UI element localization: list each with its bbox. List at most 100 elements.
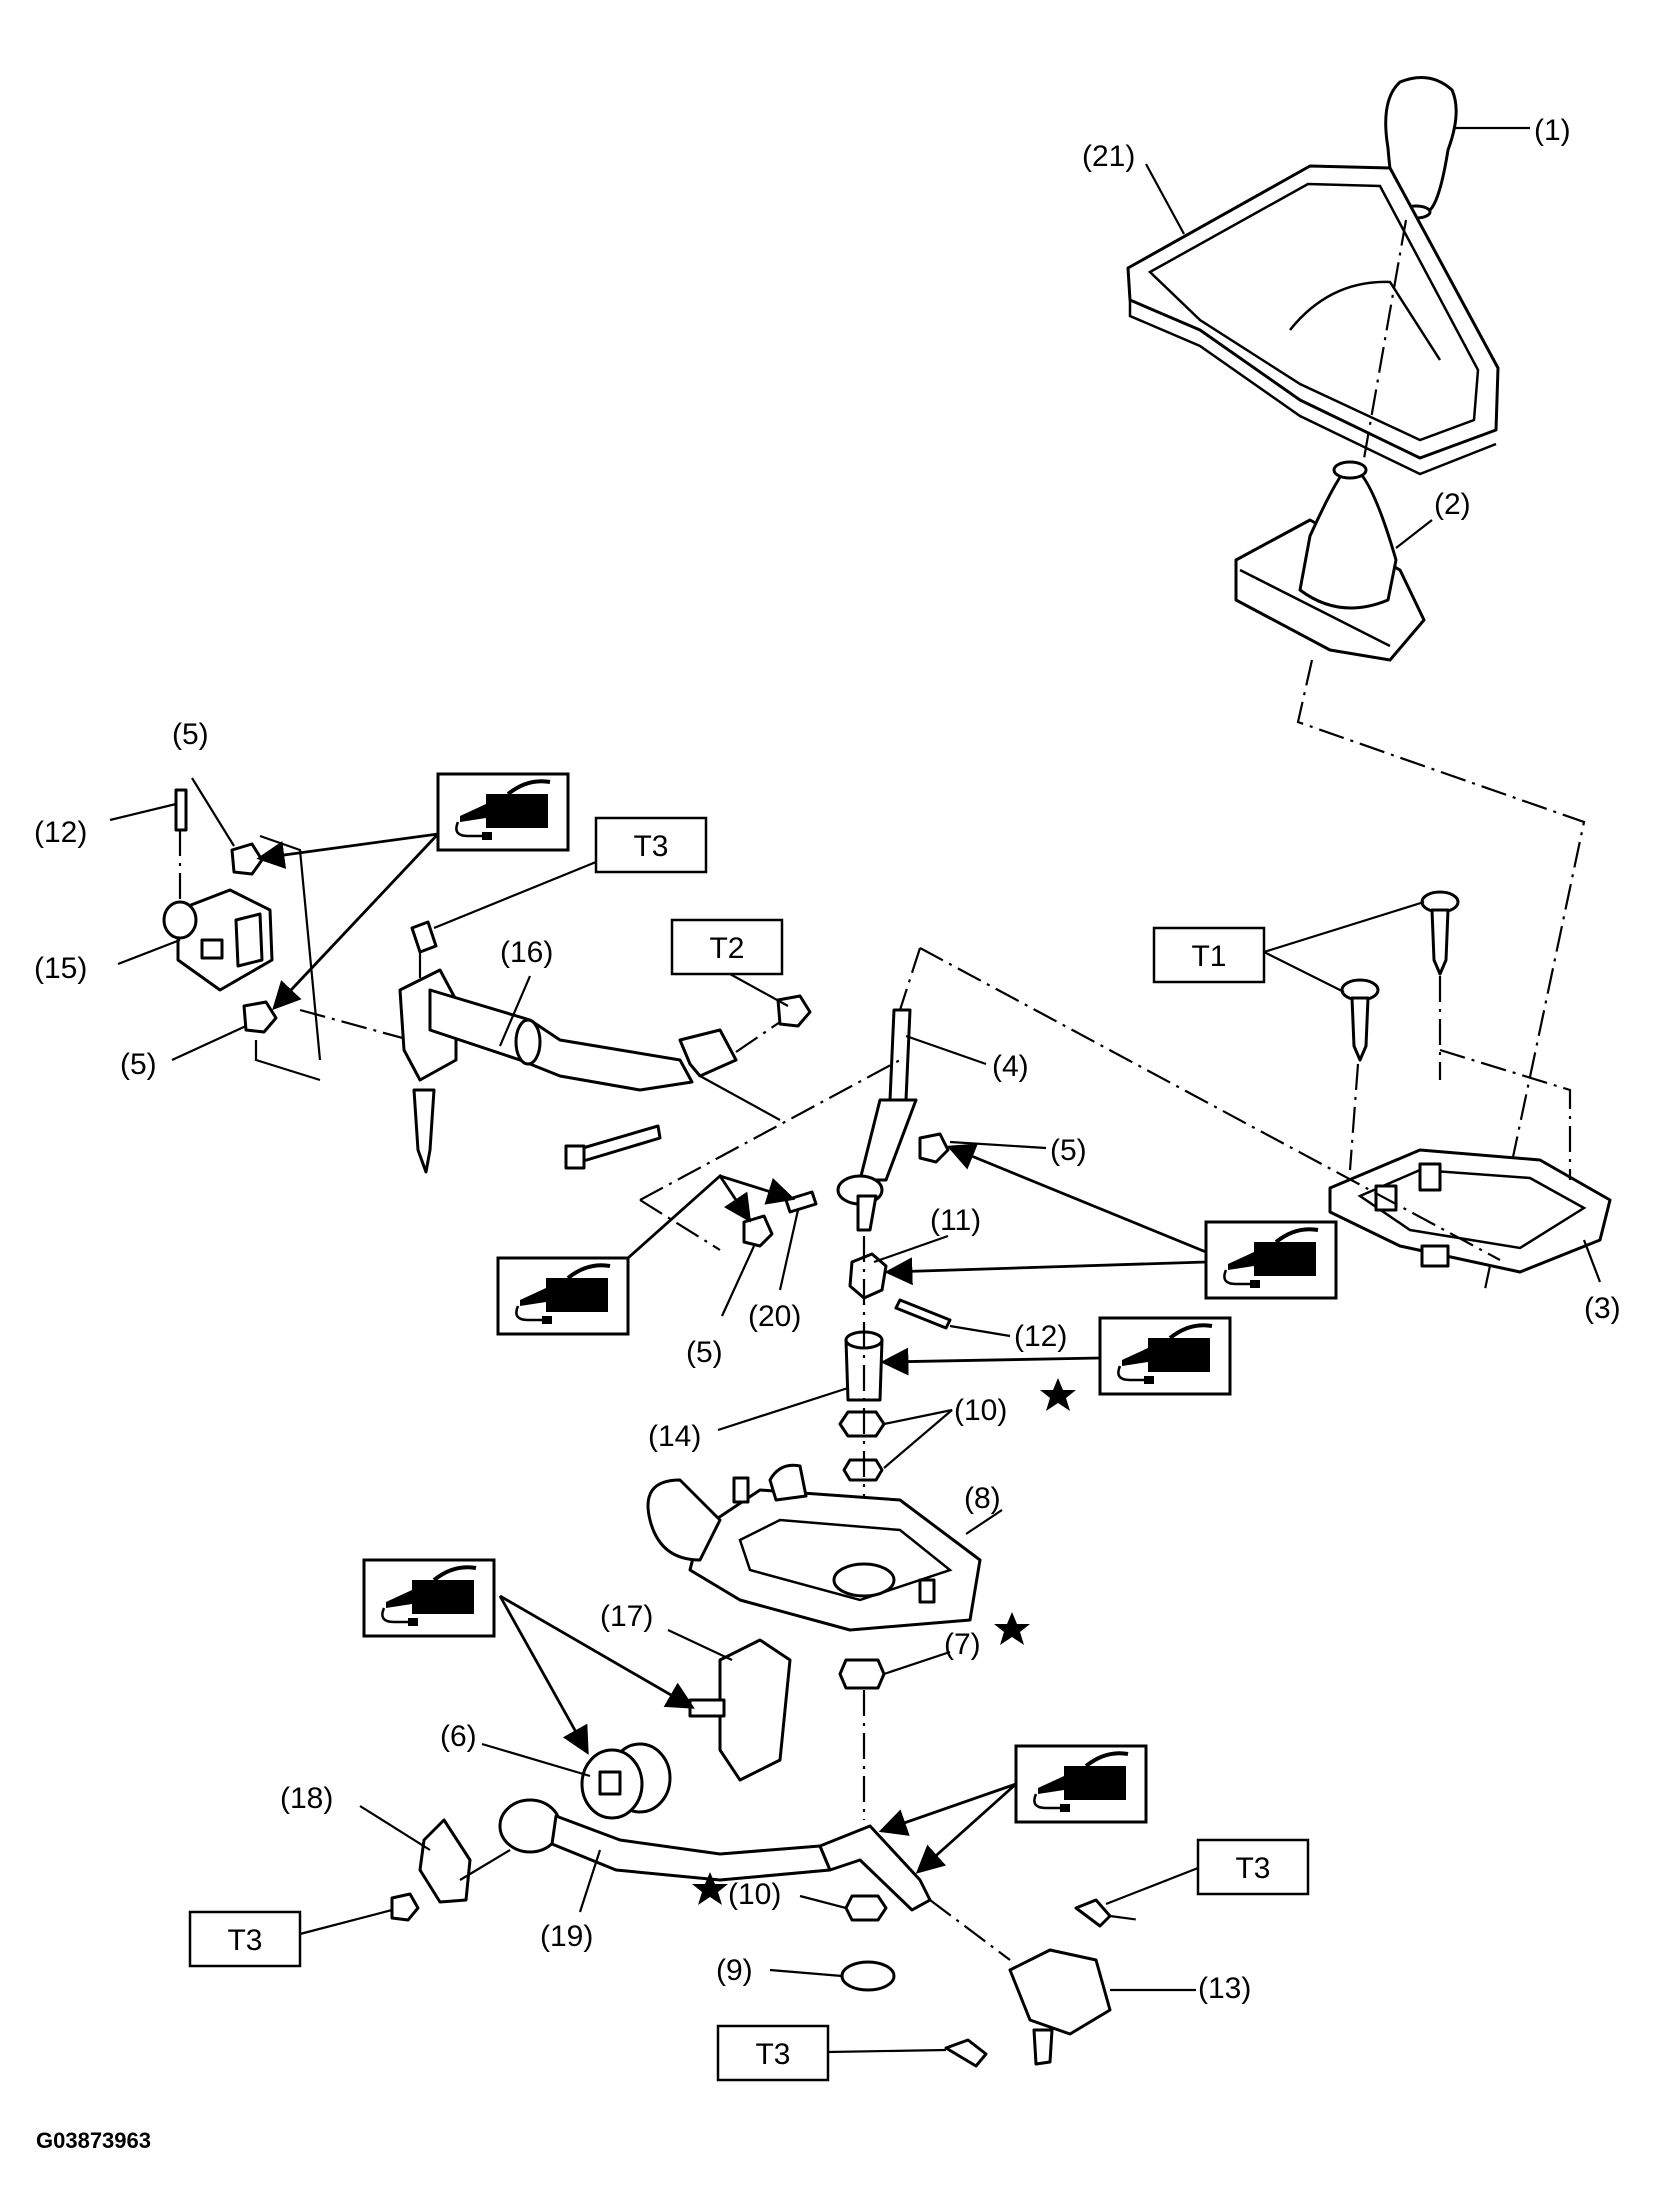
grease-arrow	[272, 833, 440, 1011]
callout-19: (19)	[540, 1920, 593, 1953]
leader-3	[1582, 1239, 1602, 1283]
leader-9	[769, 1968, 843, 1978]
callout-10b: (10)	[728, 1878, 781, 1911]
t3-lead	[827, 2048, 947, 2054]
bolt-axis-line	[1109, 1914, 1141, 1922]
t3-lead	[1105, 1866, 1199, 1906]
base-plate	[1328, 1148, 1612, 1274]
torque-label-t3: T3	[594, 816, 708, 874]
callout-4: (4)	[992, 1050, 1029, 1083]
callout-16: (16)	[500, 936, 553, 969]
torque-label-t1: T1	[1152, 926, 1266, 984]
bracket	[418, 1818, 472, 1904]
callout-2: (2)	[1434, 488, 1471, 521]
callout-15: (15)	[34, 952, 87, 985]
callout-1: (1)	[1534, 114, 1571, 147]
grease-gun-icon	[1014, 1744, 1148, 1824]
nut	[242, 1000, 278, 1034]
bolt-head	[564, 1144, 586, 1170]
grease-gun-icon	[436, 772, 570, 852]
grease-arrow	[719, 1174, 796, 1205]
boot-to-plate-line	[1296, 659, 1586, 1295]
grease-gun-icon	[362, 1558, 496, 1638]
nut-axis-line	[735, 1021, 781, 1053]
torque-label-t3: T3	[188, 1910, 302, 1968]
leader-5a	[191, 777, 235, 847]
bracket-link	[459, 1849, 511, 1881]
star-icon	[1040, 1378, 1076, 1411]
svg-text:T3: T3	[633, 830, 668, 863]
t1-bolt	[1340, 890, 1460, 1062]
callout-14: (14)	[648, 1420, 701, 1453]
lever-axis-line	[898, 947, 922, 1011]
leader-12	[949, 1324, 1011, 1338]
shift-lever	[836, 1008, 918, 1232]
nut	[918, 1132, 950, 1164]
torque-label-t3: T3	[1196, 1838, 1310, 1896]
callout-5: (5)	[1050, 1134, 1087, 1167]
callout-5b: (5)	[120, 1048, 157, 1081]
svg-text:T2: T2	[709, 932, 744, 965]
leader-20	[778, 1209, 800, 1291]
bolt	[574, 1124, 662, 1164]
cable-to-lever-line	[639, 1059, 901, 1201]
svg-text:T3: T3	[1235, 1852, 1270, 1885]
bolt	[1074, 1898, 1112, 1928]
pin	[784, 1190, 818, 1214]
console-panel	[1126, 164, 1500, 476]
leader-2	[1395, 519, 1433, 549]
grease-arrow	[880, 1347, 1101, 1376]
leader-7	[883, 1650, 951, 1676]
leader-19	[578, 1849, 602, 1913]
callout-21: (21)	[1082, 140, 1135, 173]
grease-arrow	[499, 1594, 695, 1709]
shift-boot	[1234, 460, 1426, 662]
nut	[390, 1892, 420, 1922]
bolt-axis-line	[1348, 1063, 1360, 1171]
callout-17: (17)	[600, 1600, 653, 1633]
grease-arrow	[627, 1173, 752, 1260]
bolt	[944, 2038, 988, 2068]
leader-18	[359, 1805, 431, 1851]
cable-bracket-line	[699, 1075, 781, 1121]
leader-10b	[799, 1894, 847, 1910]
leader-5	[949, 1140, 1047, 1150]
torque-label-t2: T2	[670, 918, 784, 976]
select-bracket	[162, 888, 274, 992]
callout-20: (20)	[748, 1300, 801, 1333]
bushing	[848, 1252, 888, 1300]
callout-13: (13)	[1198, 1972, 1251, 2005]
t2-lead	[729, 973, 789, 1007]
callout-18: (18)	[280, 1782, 333, 1815]
washer	[838, 1658, 886, 1690]
leader-14	[717, 1386, 849, 1432]
callout-6: (6)	[440, 1720, 477, 1753]
callout-7: (7)	[944, 1628, 981, 1661]
grease-arrow	[915, 1782, 1017, 1874]
bracket-outline	[254, 834, 322, 1082]
leader-11	[873, 1234, 949, 1264]
t1-lead	[1263, 900, 1425, 993]
svg-text:T3: T3	[227, 1924, 262, 1957]
t3-lead	[299, 1908, 393, 1936]
grease-gun-icon	[1204, 1220, 1338, 1300]
star-icon	[994, 1612, 1030, 1645]
svg-text:T1: T1	[1191, 940, 1226, 973]
leader-17	[667, 1629, 733, 1661]
torque-label-t3: T3	[716, 2024, 830, 2082]
callout-12: (12)	[1014, 1320, 1067, 1353]
retaining-clip	[840, 1960, 896, 1992]
leader-5c	[720, 1245, 756, 1317]
plate-bolt-axis	[1439, 1048, 1572, 1180]
grease-arrow	[946, 1143, 1207, 1254]
joint	[688, 1638, 792, 1782]
rear-bracket	[1008, 1948, 1112, 2066]
grease-arrow	[256, 832, 439, 869]
callout-9: (9)	[716, 1954, 753, 1987]
leader-16	[498, 975, 532, 1047]
figure-id: G03873963	[36, 2128, 151, 2153]
leader-12a	[109, 802, 177, 822]
pin	[894, 1298, 952, 1330]
leader-10	[883, 1408, 953, 1469]
